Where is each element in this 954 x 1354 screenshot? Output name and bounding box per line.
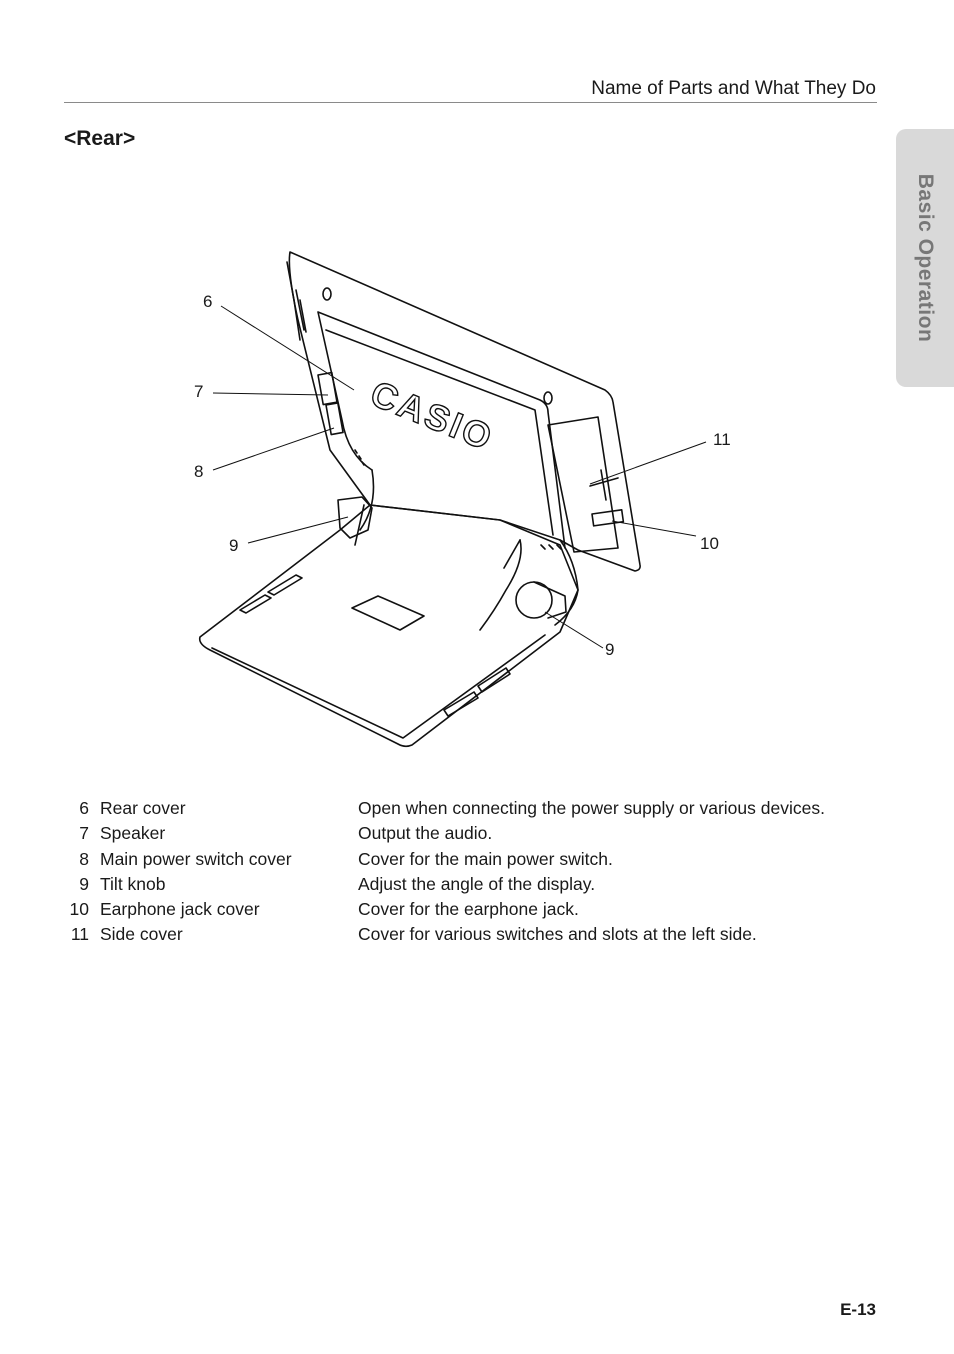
callout-7: 7 (194, 382, 204, 401)
running-header: Name of Parts and What They Do (591, 78, 876, 99)
parts-list: 6 Rear cover Open when connecting the po… (64, 796, 884, 948)
part-name: Speaker (100, 823, 166, 844)
parts-row: 9 Tilt knob Adjust the angle of the disp… (64, 872, 884, 897)
callout-8: 8 (194, 462, 204, 481)
leader-11 (589, 441, 707, 485)
part-description: Cover for the earphone jack. (358, 899, 579, 920)
leader-8 (212, 427, 335, 471)
part-number: 6 (79, 798, 89, 818)
section-title: <Rear> (64, 127, 136, 150)
part-name: Rear cover (100, 798, 186, 818)
leader-9-left (247, 516, 349, 544)
rear-cover-panel (317, 311, 566, 549)
parts-row: 7 Speaker Output the audio. (64, 821, 884, 846)
part-description: Cover for various switches and slots at … (358, 924, 757, 945)
parts-row: 11 Side cover Cover for various switches… (64, 922, 884, 947)
side-cover (547, 416, 619, 553)
parts-row: 8 Main power switch cover Cover for the … (64, 847, 884, 872)
parts-row: 10 Earphone jack cover Cover for the ear… (64, 897, 884, 922)
tilt-knob-left (337, 496, 373, 539)
part-number: 10 (69, 899, 89, 920)
stand-base (198, 504, 579, 748)
header-divider (64, 102, 877, 103)
part-name: Main power switch cover (100, 848, 292, 869)
stand-arm (359, 469, 522, 631)
part-number: 11 (70, 924, 89, 945)
leader-9-right (544, 611, 604, 649)
callout-11: 11 (713, 430, 731, 449)
parts-row: 6 Rear cover Open when connecting the po… (64, 796, 884, 821)
chapter-tab: Basic Operation (896, 129, 954, 387)
part-description: Output the audio. (358, 823, 493, 844)
part-name: Side cover (100, 924, 183, 945)
part-description: Adjust the angle of the display. (358, 873, 596, 894)
callout-6: 6 (203, 292, 213, 311)
part-name: Tilt knob (100, 873, 166, 894)
chapter-tab-label: Basic Operation (914, 173, 937, 343)
page-number: E-13 (840, 1300, 876, 1319)
part-number: 9 (79, 873, 89, 894)
part-number: 7 (79, 823, 89, 844)
callout-10: 10 (700, 534, 719, 553)
rear-view-illustration: CASIO (198, 251, 707, 748)
leader-7 (212, 392, 329, 396)
part-name: Earphone jack cover (100, 899, 260, 920)
brand-logo: CASIO (365, 372, 500, 458)
callout-9-left: 9 (229, 536, 239, 555)
callout-9-right: 9 (605, 640, 615, 659)
part-description: Open when connecting the power supply or… (358, 798, 825, 818)
leader-6 (220, 305, 355, 391)
leader-10 (611, 520, 697, 537)
part-description: Cover for the main power switch. (358, 848, 613, 869)
part-number: 8 (79, 848, 89, 869)
